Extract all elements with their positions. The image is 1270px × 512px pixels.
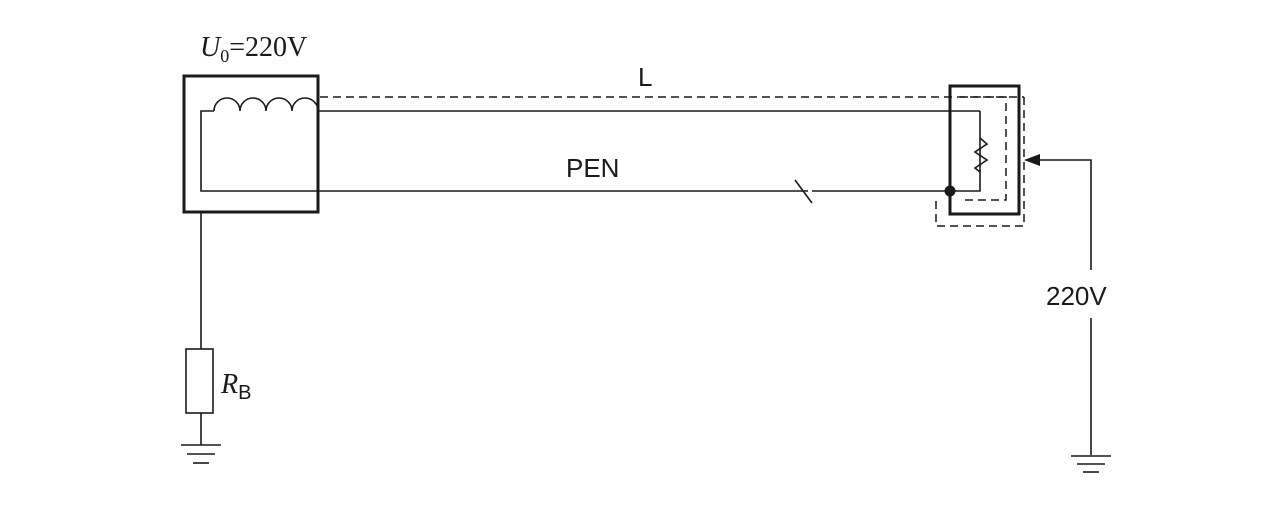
fault-current-path-equipment	[935, 97, 1025, 227]
line-conductor-label: L	[638, 62, 652, 92]
earthing-resistor-rb	[185, 348, 214, 414]
load-internal-wire	[950, 111, 981, 192]
source-earth-icon	[181, 444, 221, 464]
transformer-winding-icon	[213, 97, 319, 112]
earthing-resistor-label: RB	[220, 369, 251, 404]
touch-voltage-label: 220V	[1046, 281, 1107, 311]
equipment-enclosure	[948, 84, 1021, 216]
touch-voltage-wire	[1034, 159, 1092, 270]
source-voltage-label: U0=220V	[200, 32, 307, 66]
touch-voltage-arrow-icon	[1024, 154, 1040, 166]
pen-break-switch	[794, 179, 813, 204]
fault-current-path-inner	[960, 96, 1007, 201]
pen-conductor-label: PEN	[566, 153, 619, 183]
transformer-neutral-internal-wire	[200, 110, 318, 192]
pen-enclosure-junction	[944, 185, 956, 197]
load-resistor-icon	[973, 137, 989, 173]
equipment-earth-icon	[1071, 455, 1111, 473]
transformer-enclosure	[182, 74, 320, 214]
